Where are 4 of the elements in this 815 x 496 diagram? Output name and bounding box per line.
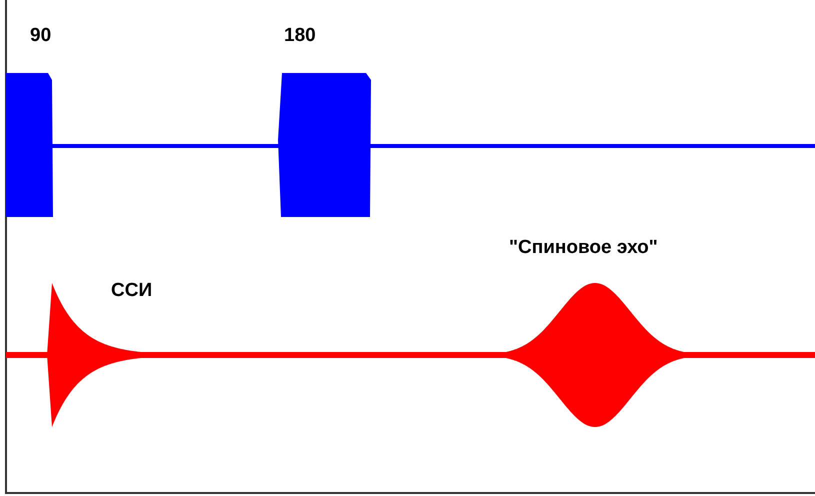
signal-label: 90 bbox=[30, 26, 52, 45]
signal-label: ССИ bbox=[111, 281, 152, 300]
signal-label: "Спиновое эхо" bbox=[509, 238, 658, 257]
signal-label: 180 bbox=[284, 26, 316, 45]
